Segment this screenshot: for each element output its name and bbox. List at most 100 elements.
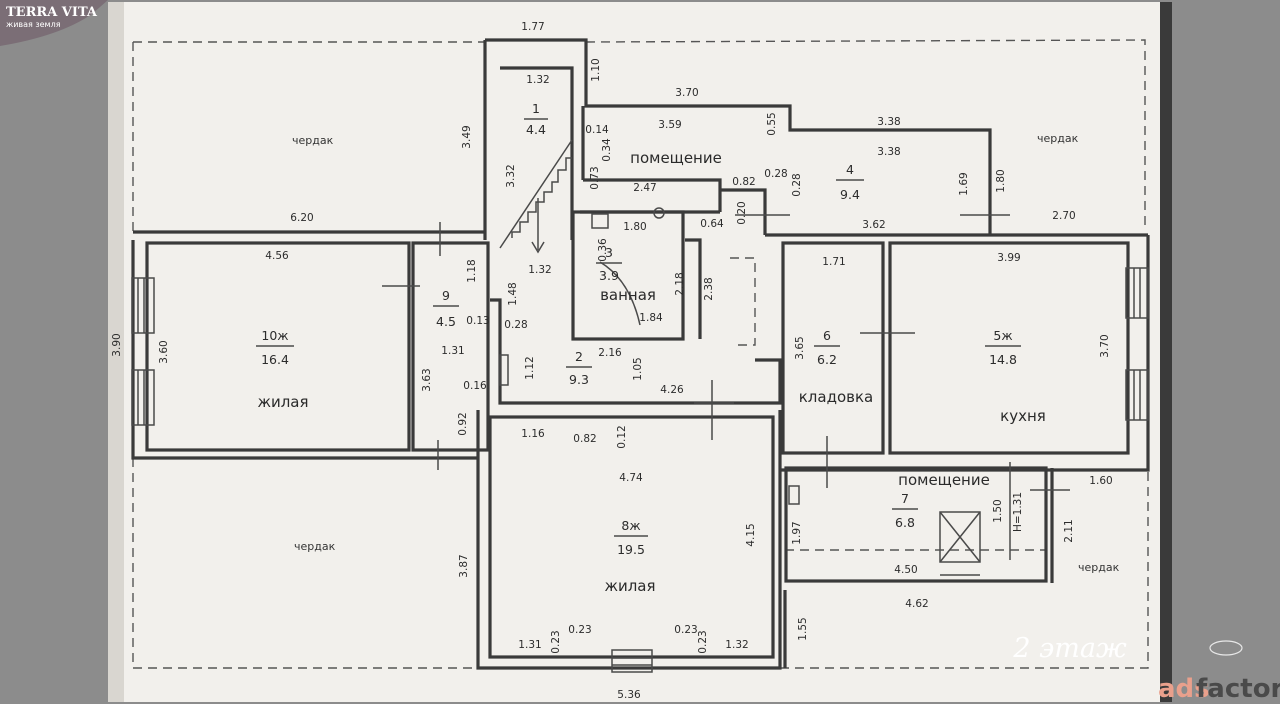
room-6-name: кладовка <box>799 388 873 406</box>
roof-hatch <box>939 462 1011 576</box>
attic-label-ne: чердак <box>1037 132 1079 145</box>
svg-text:1.05: 1.05 <box>632 357 644 380</box>
svg-text:3.38: 3.38 <box>877 116 900 128</box>
svg-text:1.31: 1.31 <box>518 639 541 651</box>
svg-text:16.4: 16.4 <box>261 352 289 367</box>
staircase <box>499 139 573 254</box>
svg-text:1.97: 1.97 <box>791 521 803 544</box>
svg-text:0.13: 0.13 <box>466 315 489 327</box>
svg-text:0.23: 0.23 <box>674 624 697 636</box>
svg-text:4.62: 4.62 <box>905 598 928 610</box>
svg-text:3.90: 3.90 <box>111 333 123 356</box>
svg-text:2: 2 <box>575 349 583 364</box>
svg-text:2.16: 2.16 <box>598 347 622 359</box>
svg-text:0.34: 0.34 <box>601 138 613 162</box>
svg-text:7: 7 <box>901 491 909 506</box>
svg-text:4.74: 4.74 <box>619 472 643 484</box>
svg-text:3.32: 3.32 <box>505 164 517 187</box>
svg-text:3.38: 3.38 <box>877 146 900 158</box>
watermark-part2: factory <box>1196 674 1280 704</box>
svg-text:3.70: 3.70 <box>675 87 698 99</box>
svg-text:4.5: 4.5 <box>436 314 456 329</box>
svg-text:2.38: 2.38 <box>703 277 715 300</box>
attic-label-sw: чердак <box>294 540 336 553</box>
svg-text:0.23: 0.23 <box>568 624 591 636</box>
svg-text:0.36: 0.36 <box>597 238 609 262</box>
room-3-label: 3 3.9 ванная <box>596 245 656 304</box>
floor-label: 2 этаж <box>1012 633 1127 664</box>
svg-text:0.64: 0.64 <box>700 218 724 230</box>
svg-text:6.2: 6.2 <box>817 352 837 367</box>
svg-text:1.55: 1.55 <box>797 617 809 640</box>
svg-text:1.32: 1.32 <box>528 264 551 276</box>
svg-text:0.12: 0.12 <box>616 425 628 448</box>
svg-text:1.80: 1.80 <box>623 221 646 233</box>
svg-text:6: 6 <box>823 328 831 343</box>
svg-text:1.77: 1.77 <box>521 21 544 33</box>
svg-text:1.32: 1.32 <box>526 74 549 86</box>
dimension-labels: 1.77 1.10 3.70 1.32 3.49 3.32 0.14 3.59 … <box>111 21 1113 701</box>
attic-label-se: чердак <box>1078 561 1120 574</box>
door-marks <box>382 214 1070 505</box>
svg-text:4.4: 4.4 <box>526 122 546 137</box>
svg-text:2.11: 2.11 <box>1063 519 1075 542</box>
svg-text:0.55: 0.55 <box>766 112 778 135</box>
svg-text:3.87: 3.87 <box>458 554 470 577</box>
watermark-part1: ads <box>1158 674 1210 704</box>
room-6-label: 6 6.2 кладовка <box>799 328 873 406</box>
svg-text:6.8: 6.8 <box>895 515 915 530</box>
svg-text:8ж: 8ж <box>621 518 640 533</box>
room-5-label: 5ж 14.8 кухня <box>985 328 1046 425</box>
svg-text:1.84: 1.84 <box>639 312 663 324</box>
room-7-name: помещение <box>898 471 990 489</box>
walls <box>131 38 1150 670</box>
svg-text:3.59: 3.59 <box>658 119 681 131</box>
terra-vita-logo: TERRA VITA живая земля <box>0 0 108 46</box>
svg-text:9.3: 9.3 <box>569 372 589 387</box>
svg-text:3.62: 3.62 <box>862 219 885 231</box>
room-7-label: 7 6.8 помещение <box>892 471 990 530</box>
room-5-name: кухня <box>1000 407 1046 425</box>
svg-text:3.49: 3.49 <box>461 125 473 148</box>
svg-text:3: 3 <box>605 245 613 260</box>
svg-text:Н=1.31: Н=1.31 <box>1012 492 1024 532</box>
svg-text:1: 1 <box>532 101 540 116</box>
svg-text:14.8: 14.8 <box>989 352 1017 367</box>
svg-text:9: 9 <box>442 288 450 303</box>
svg-text:10ж: 10ж <box>261 328 288 343</box>
svg-text:2.47: 2.47 <box>633 182 656 194</box>
svg-text:0.28: 0.28 <box>791 173 803 196</box>
room-8-label: 8ж 19.5 жилая <box>604 518 655 595</box>
svg-text:1.71: 1.71 <box>822 256 845 268</box>
svg-text:0.28: 0.28 <box>764 168 787 180</box>
svg-text:4.50: 4.50 <box>894 564 917 576</box>
svg-text:3.70: 3.70 <box>1099 334 1111 357</box>
svg-text:3.65: 3.65 <box>794 336 806 359</box>
svg-text:1.50: 1.50 <box>992 499 1004 522</box>
svg-text:0.16: 0.16 <box>463 380 487 392</box>
svg-text:0.82: 0.82 <box>573 433 596 445</box>
svg-text:2.18: 2.18 <box>674 272 686 295</box>
room-labels: 1 4.4 2 9.3 3 3.9 ванная 4 9.4 помещение… <box>256 101 1046 595</box>
svg-text:0.23: 0.23 <box>550 630 562 653</box>
svg-text:4.15: 4.15 <box>745 523 757 546</box>
attic-labels: чердак чердак чердак чердак <box>292 132 1120 574</box>
svg-text:0.20: 0.20 <box>736 201 748 224</box>
room-8-name: жилая <box>604 577 655 595</box>
svg-text:4: 4 <box>846 162 854 177</box>
svg-text:5.36: 5.36 <box>617 689 641 701</box>
attic-label-nw: чердак <box>292 134 334 147</box>
bath-fixtures <box>591 207 665 326</box>
svg-text:6.20: 6.20 <box>290 212 313 224</box>
svg-text:1.16: 1.16 <box>521 428 545 440</box>
svg-text:1.60: 1.60 <box>1089 475 1112 487</box>
logo-title: TERRA VITA <box>6 5 98 20</box>
svg-text:1.10: 1.10 <box>590 58 602 81</box>
svg-text:1.80: 1.80 <box>995 169 1007 192</box>
logo-subtitle: живая земля <box>6 20 61 29</box>
svg-text:3.99: 3.99 <box>997 252 1020 264</box>
room-9-label: 9 4.5 <box>433 288 459 329</box>
svg-text:2.70: 2.70 <box>1052 210 1075 222</box>
svg-text:0.23: 0.23 <box>697 630 709 653</box>
